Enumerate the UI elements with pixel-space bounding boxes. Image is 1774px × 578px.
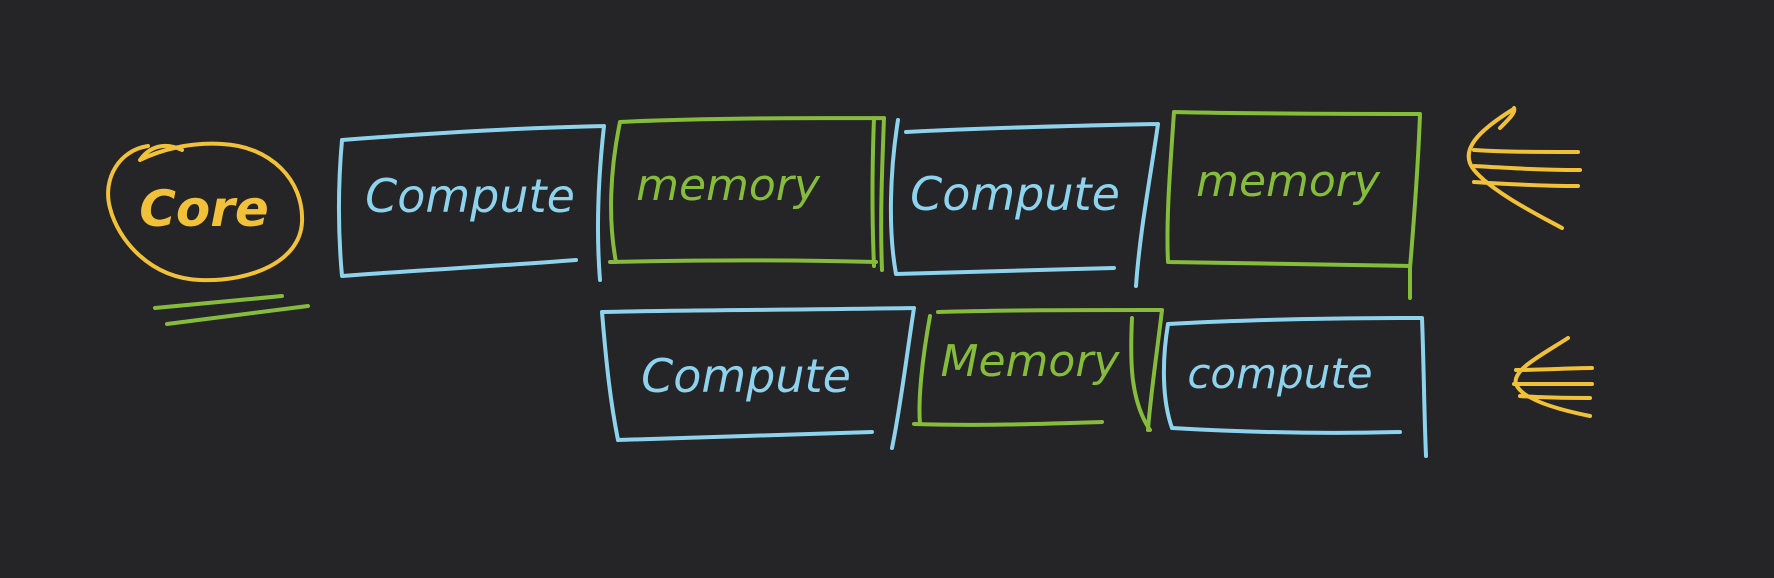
- core-underline-2: [165, 304, 310, 326]
- core-underline-1: [153, 294, 284, 310]
- block-label: memory: [636, 160, 821, 211]
- block-label: Compute: [365, 169, 575, 223]
- block-frame: [912, 308, 1164, 432]
- block-label: compute: [1187, 349, 1372, 398]
- block-label: Memory: [941, 336, 1121, 387]
- core-circle: [106, 141, 305, 283]
- row-2-block-1: Compute: [600, 306, 916, 450]
- row-1: Compute memory Compute memory: [337, 106, 1582, 300]
- row-2-block-3: compute: [1161, 316, 1428, 458]
- block-frame: [600, 306, 916, 450]
- row-1-block-3: Compute: [888, 118, 1160, 288]
- block-label: Compute: [641, 349, 851, 403]
- triple-arrow-left-icon: [1466, 106, 1582, 230]
- block-frame: [1161, 316, 1428, 458]
- row-2-block-2: Memory: [912, 308, 1164, 432]
- row-1-block-4: memory: [1165, 110, 1422, 300]
- row-2: Compute Memory compute: [600, 306, 1594, 458]
- core-node: Core: [106, 141, 310, 326]
- row-2-arrow: [1512, 336, 1594, 418]
- row-1-block-1: Compute: [337, 124, 606, 282]
- block-frame: [1165, 110, 1422, 300]
- row-1-arrow: [1466, 106, 1582, 230]
- block-frame: [608, 116, 886, 272]
- triple-arrow-left-icon: [1512, 336, 1594, 418]
- row-1-block-2: memory: [608, 116, 886, 272]
- block-label: memory: [1196, 156, 1381, 207]
- block-frame: [337, 124, 606, 282]
- block-label: Compute: [910, 167, 1120, 221]
- core-label: Core: [139, 180, 269, 238]
- block-frame: [888, 118, 1160, 288]
